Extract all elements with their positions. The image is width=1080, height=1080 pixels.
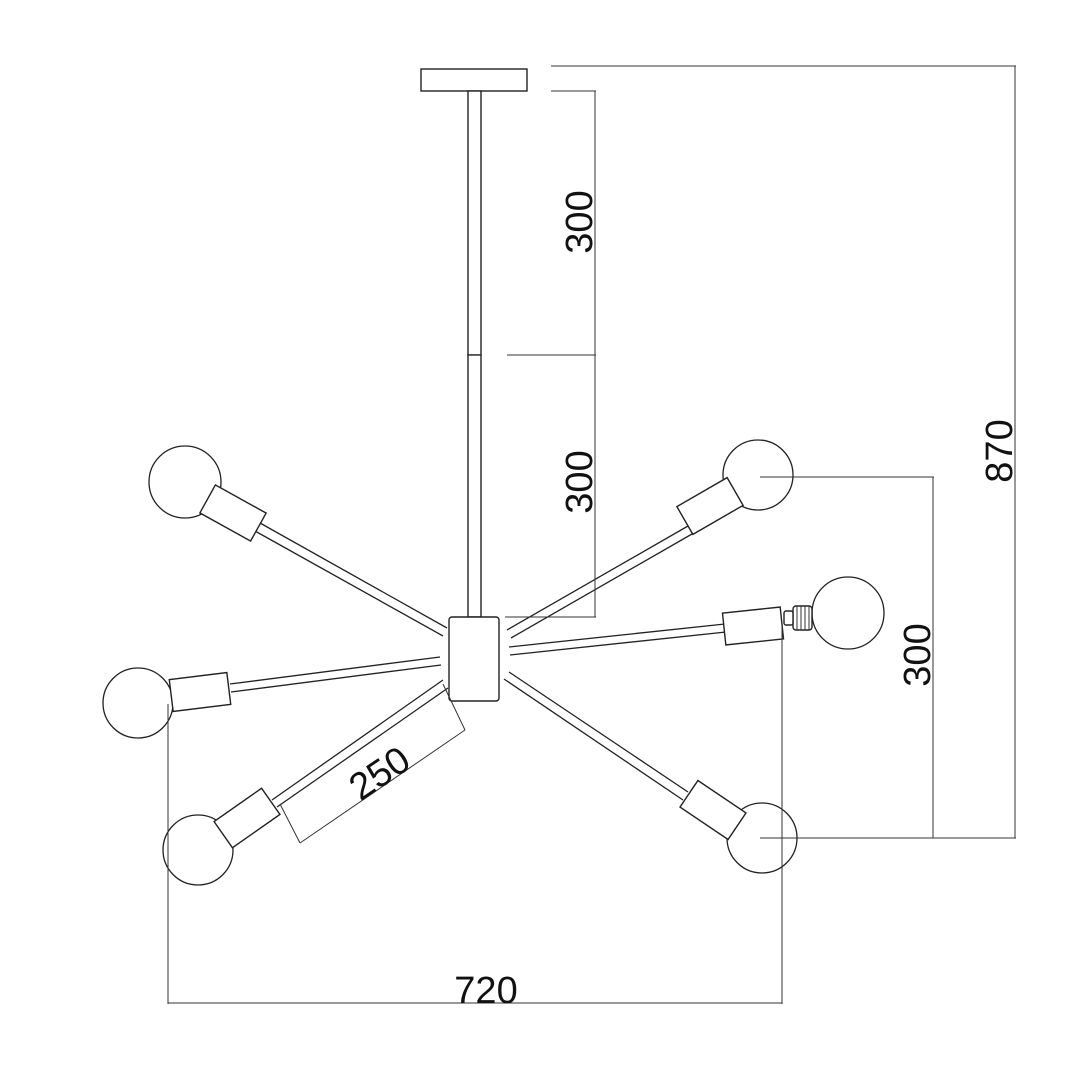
bulb-lower-left — [162, 814, 234, 886]
dim-total-height-label: 870 — [979, 419, 1021, 482]
bulb-left — [102, 667, 174, 739]
ceiling-canopy — [420, 68, 528, 92]
bulb-upper-right — [722, 439, 794, 511]
bulb-right-exposed — [811, 576, 885, 650]
socket-lower-left — [213, 787, 281, 849]
dim-total-width-label: 720 — [454, 970, 517, 1012]
bulb-screw-base — [783, 605, 813, 631]
lower-rod — [467, 354, 482, 618]
sockets — [168, 476, 785, 849]
socket-upper-left — [198, 483, 268, 543]
socket-upper-right — [675, 476, 745, 536]
socket-right — [721, 606, 785, 646]
bulb-upper-left — [148, 445, 222, 519]
bulbs — [102, 439, 885, 886]
arms — [229, 522, 727, 808]
dim-lower-rod-label: 300 — [559, 450, 601, 513]
socket-left — [168, 671, 232, 713]
dim-upper-rod-label: 300 — [559, 190, 601, 253]
socket-lower-right — [679, 779, 747, 841]
dim-arm-length-label: 250 — [342, 739, 418, 809]
dim-arm-spread-label: 300 — [897, 623, 939, 686]
dimension-lines — [167, 65, 1016, 1004]
central-hub — [448, 616, 500, 702]
upper-rod — [467, 90, 482, 356]
